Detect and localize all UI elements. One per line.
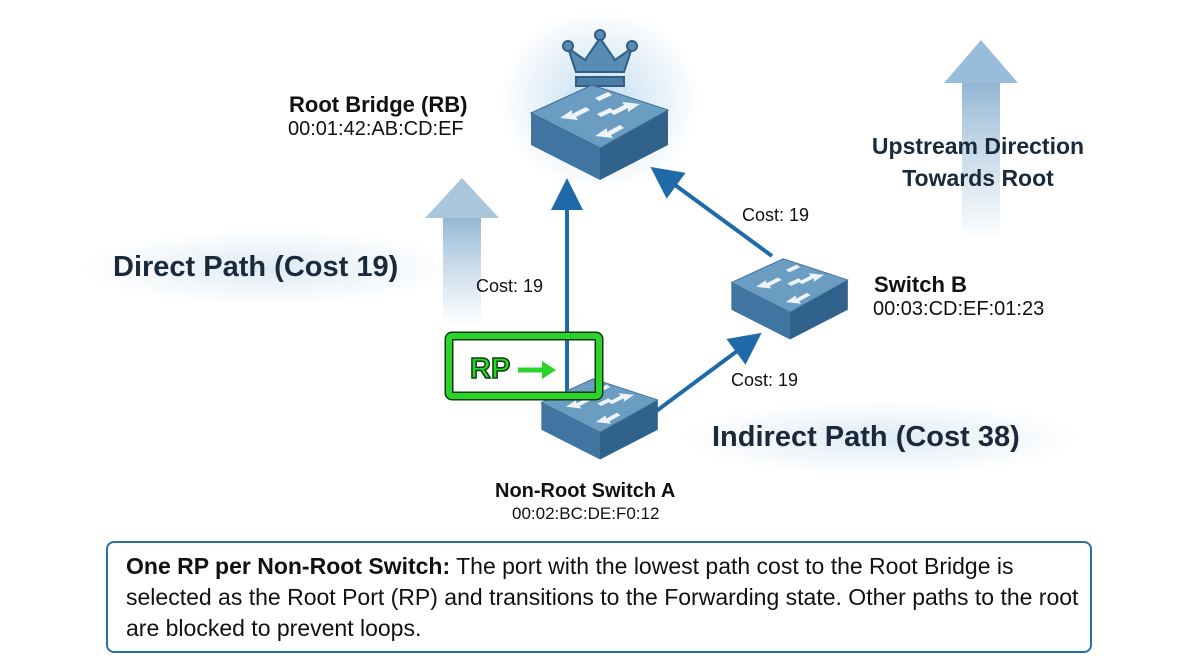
cost-a-to-b: Cost: 19 bbox=[731, 370, 799, 390]
switch-b-title: Switch B bbox=[874, 272, 967, 297]
info-box: One RP per Non-Root Switch: The port wit… bbox=[106, 541, 1092, 653]
direct-path-highlight bbox=[80, 230, 460, 306]
root-bridge-title: Root Bridge (RB) bbox=[289, 92, 468, 117]
direct-path-label: Direct Path (Cost 19) bbox=[113, 251, 399, 283]
switch-b-icon[interactable] bbox=[730, 258, 849, 340]
link-a-to-b bbox=[653, 332, 762, 414]
cost-b-to-root: Cost: 19 bbox=[742, 205, 810, 225]
cost-a-to-root: Cost: 19 bbox=[476, 276, 544, 296]
crown-icon bbox=[562, 29, 638, 87]
indirect-path-label: Indirect Path (Cost 38) bbox=[712, 421, 1020, 453]
root-bridge-mac: 00:01:42:AB:CD:EF bbox=[288, 118, 464, 140]
info-box-heading: One RP per Non-Root Switch: bbox=[126, 553, 451, 579]
indirect-path-highlight bbox=[680, 400, 1080, 476]
switch-a-mac: 00:02:BC:DE:F0:12 bbox=[512, 504, 660, 523]
root-port-label: RP bbox=[469, 352, 511, 386]
switch-a-title: Non-Root Switch A bbox=[495, 480, 676, 502]
upstream-fade-arrow bbox=[944, 40, 1018, 240]
link-b-to-root bbox=[650, 166, 774, 258]
upstream-line-1: Upstream Direction bbox=[871, 133, 1085, 159]
switch-b-mac: 00:03:CD:EF:01:23 bbox=[873, 298, 1045, 320]
info-box-text: The port with the lowest path cost to th… bbox=[126, 553, 1079, 641]
root-port-indicator[interactable] bbox=[444, 331, 604, 401]
upstream-line-2: Towards Root bbox=[902, 165, 1054, 191]
